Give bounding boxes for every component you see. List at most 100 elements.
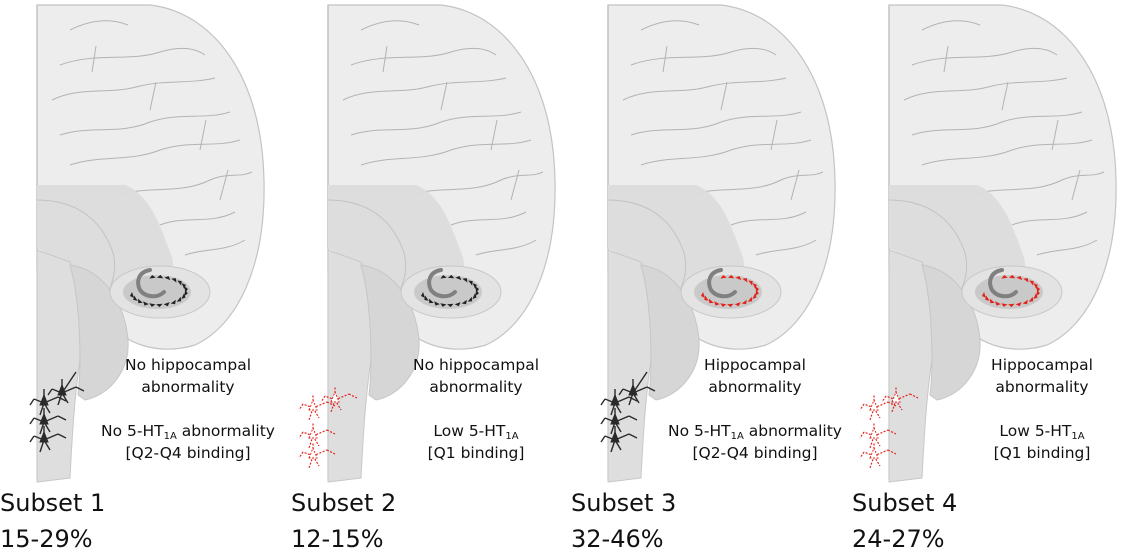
subset-panel: Hippocampal abnormality No 5-HT1A abnorm… bbox=[571, 0, 842, 553]
subset-percentage: 12-15% bbox=[291, 525, 384, 553]
hippocampal-status: Hippocampal abnormality bbox=[663, 354, 847, 398]
subset-caption: Subset 3 32-46% bbox=[571, 485, 676, 557]
hippocampus-cell bbox=[149, 303, 156, 307]
hippocampus-cell bbox=[137, 298, 143, 304]
hippocampus-cell bbox=[467, 296, 473, 302]
raphe-neurons bbox=[29, 371, 85, 453]
hippocampus-cell bbox=[741, 299, 747, 305]
hippocampus-curl bbox=[136, 268, 166, 299]
subset-percentage: 24-27% bbox=[852, 525, 945, 553]
hippocampus-region bbox=[975, 275, 1043, 309]
hippocampal-line-2: abnormality bbox=[995, 378, 1089, 396]
hippocampal-status: Hippocampal abnormality bbox=[950, 354, 1134, 398]
neuron bbox=[298, 422, 336, 449]
hippocampal-line-1: Hippocampal bbox=[704, 356, 806, 374]
hippocampus-cell bbox=[995, 301, 1001, 306]
neuron bbox=[298, 442, 336, 469]
hippocampus-cell bbox=[1033, 283, 1038, 290]
neuron bbox=[881, 386, 919, 413]
raphe-neurons bbox=[600, 371, 656, 453]
hippocampus-cell bbox=[176, 296, 182, 302]
neuron bbox=[859, 442, 897, 469]
hippocampus-cell bbox=[163, 302, 170, 307]
hippocampus-cell bbox=[1008, 274, 1016, 279]
neuron bbox=[29, 426, 67, 453]
subset-caption: Subset 2 12-15% bbox=[291, 485, 396, 557]
hippocampus-cell bbox=[1001, 274, 1008, 279]
hippocampal-line-2: abnormality bbox=[708, 378, 802, 396]
subset-percentage: 32-46% bbox=[571, 525, 664, 553]
raphe-neurons bbox=[298, 386, 358, 469]
hippocampus-cell bbox=[455, 275, 462, 281]
hippocampus-cell bbox=[454, 302, 461, 307]
subset-label: Subset 2 bbox=[291, 489, 397, 517]
subset-label: Subset 1 bbox=[0, 489, 106, 517]
neuron bbox=[29, 389, 67, 416]
hippocampus-region bbox=[414, 275, 482, 309]
hippocampus-region bbox=[694, 275, 762, 309]
hippocampal-line-1: No hippocampal bbox=[412, 356, 540, 374]
neuron bbox=[29, 408, 67, 435]
receptor-status: Low 5-HT1A [Q1 binding] bbox=[384, 420, 568, 464]
hippocampus-cell bbox=[752, 293, 757, 300]
binding-quartile: [Q1 binding] bbox=[993, 444, 1091, 462]
hippocampus-cell bbox=[747, 296, 753, 302]
sulci-lines bbox=[51, 20, 253, 256]
hippocampus-cell bbox=[742, 278, 748, 283]
hippocampus-cell bbox=[752, 283, 757, 290]
hippocampus-cell bbox=[981, 291, 987, 299]
hippocampus-cell bbox=[1001, 303, 1008, 307]
hippocampus-cell bbox=[440, 303, 447, 307]
receptor-status: Low 5-HT1A [Q1 binding] bbox=[950, 420, 1134, 464]
subset-percentage: 15-29% bbox=[0, 525, 93, 553]
hippocampus-cell bbox=[181, 283, 186, 290]
sulci-lines bbox=[342, 20, 544, 256]
hippocampal-line-2: abnormality bbox=[429, 378, 523, 396]
sulci-lines bbox=[903, 20, 1105, 256]
hippocampus-cell bbox=[475, 289, 479, 297]
receptor-line: No 5-HT1A abnormality bbox=[101, 422, 275, 442]
hippocampus-cell bbox=[447, 274, 455, 279]
hippocampal-line-1: Hippocampal bbox=[991, 356, 1093, 374]
subset-label: Subset 3 bbox=[571, 489, 677, 517]
receptor-line: Low 5-HT1A bbox=[999, 422, 1085, 442]
subset-label: Subset 4 bbox=[852, 489, 958, 517]
brain-diagram bbox=[29, 4, 265, 483]
hippocampus-cell bbox=[727, 303, 734, 308]
hippocampus-cell bbox=[424, 295, 429, 301]
hippocampus-cell bbox=[1022, 299, 1028, 305]
hippocampus-cell bbox=[734, 302, 741, 307]
hippocampus-cell bbox=[468, 280, 473, 286]
hippocampus-cell bbox=[184, 289, 188, 297]
hippocampus-cell bbox=[714, 301, 720, 306]
hippocampus-cell bbox=[420, 291, 426, 299]
hippocampus-cell bbox=[181, 293, 186, 300]
hippocampus-cell bbox=[989, 298, 995, 304]
neuron bbox=[859, 422, 897, 449]
neuron bbox=[600, 389, 638, 416]
hippocampus-cell bbox=[462, 278, 468, 283]
hippocampus-cell bbox=[1028, 296, 1034, 302]
hippocampus-cells bbox=[700, 274, 759, 308]
hippocampus-cell bbox=[156, 303, 163, 308]
hippocampus-cell bbox=[1033, 293, 1038, 300]
hippocampus-cell bbox=[170, 299, 176, 305]
hippocampus-cell bbox=[440, 274, 447, 279]
raphe-neurons bbox=[859, 386, 919, 469]
hippocampus-cell bbox=[1016, 275, 1023, 281]
neuron bbox=[600, 426, 638, 453]
hippocampus-cell bbox=[985, 295, 990, 301]
hippocampus-cell bbox=[461, 299, 467, 305]
hippocampus-curl bbox=[988, 268, 1018, 299]
hippocampus-cell bbox=[720, 303, 727, 307]
brain-diagram bbox=[600, 4, 836, 483]
subset-caption: Subset 4 24-27% bbox=[852, 485, 957, 557]
hippocampus-cell bbox=[447, 303, 454, 308]
receptor-status: No 5-HT1A abnormality [Q2-Q4 binding] bbox=[96, 420, 280, 464]
hippocampus-cell bbox=[720, 274, 727, 279]
subset-panel: No hippocampal abnormality Low 5-HT1A [Q… bbox=[291, 0, 562, 553]
hippocampus-cell bbox=[755, 289, 759, 297]
hippocampus-cell bbox=[171, 278, 177, 283]
neuron bbox=[600, 408, 638, 435]
hippocampus-cells bbox=[420, 274, 479, 308]
